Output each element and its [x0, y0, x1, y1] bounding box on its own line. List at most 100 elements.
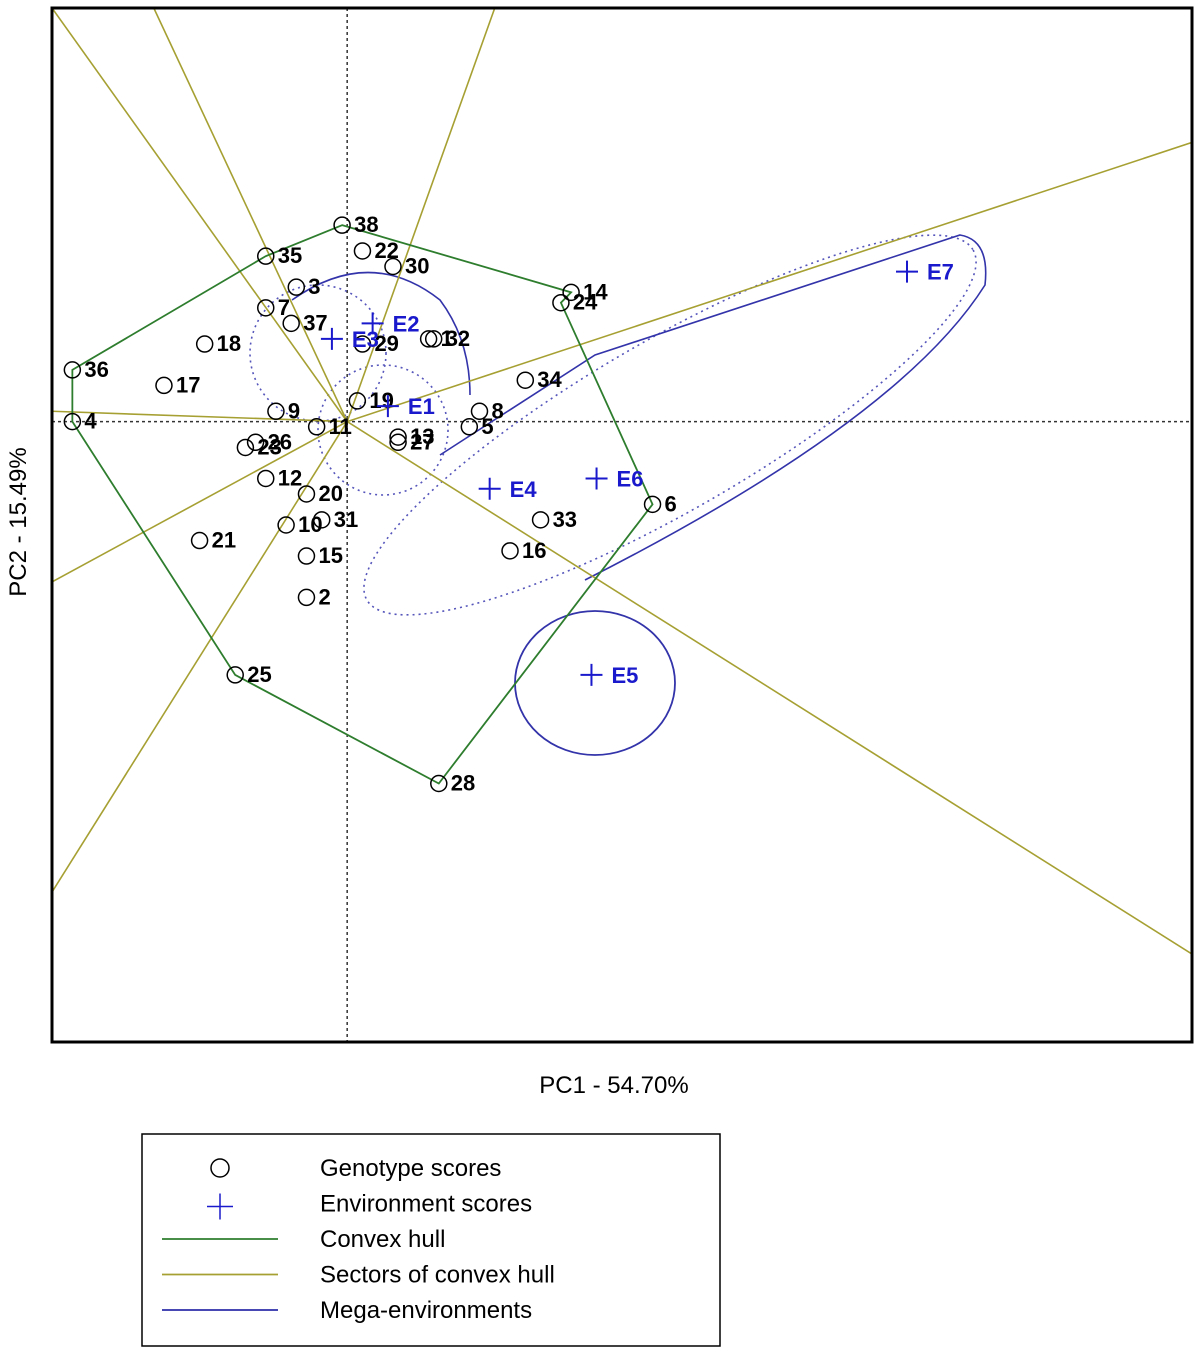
- genotype-point: [562, 283, 580, 302]
- genotype-point: [282, 314, 300, 333]
- environment-label: E4: [510, 477, 538, 502]
- genotype-point: [246, 433, 265, 452]
- genotype-label: 29: [374, 331, 398, 356]
- genotype-point: [516, 371, 535, 389]
- genotype-point: [257, 247, 275, 265]
- sector-line: [52, 420, 348, 583]
- sector-line: [153, 8, 348, 422]
- genotype-point: [277, 516, 295, 534]
- genotype-label: 10: [298, 512, 322, 537]
- genotype-label: 8: [492, 398, 504, 423]
- genotype-label: 34: [537, 367, 562, 392]
- genotype-point: [287, 278, 306, 296]
- genotype-point: [531, 511, 550, 529]
- genotype-label: 1: [441, 326, 453, 351]
- genotype-point: [552, 293, 570, 312]
- genotype-point: [424, 330, 443, 348]
- sector-line: [346, 420, 1192, 955]
- genotype-point: [643, 495, 662, 514]
- genotype-label: 20: [318, 481, 342, 506]
- genotype-point: [190, 531, 209, 550]
- environment-point: [320, 327, 343, 350]
- genotype-label: 27: [410, 429, 434, 454]
- environment-label: E7: [927, 260, 954, 285]
- genotype-label: 18: [217, 331, 241, 356]
- genotype-point: [257, 299, 275, 317]
- environment-point: [585, 467, 608, 490]
- genotype-label: 11: [329, 414, 352, 439]
- sector-lines: [52, 8, 1192, 955]
- environment-point: [896, 260, 918, 283]
- legend-circle-symbol: [210, 1158, 230, 1178]
- mega-env-e5-region: [514, 610, 676, 756]
- genotype-label: 25: [247, 662, 271, 687]
- mega-env-e1-region: [317, 364, 449, 496]
- genotype-label: 16: [522, 538, 546, 563]
- mega-env-e7-region: [439, 234, 987, 581]
- genotype-label: 2: [318, 584, 330, 609]
- genotype-label: 6: [665, 491, 677, 516]
- genotype-label: 4: [84, 409, 97, 434]
- genotype-point: [353, 242, 372, 260]
- genotype-label: 5: [481, 414, 493, 439]
- sector-line: [346, 8, 496, 422]
- genotype-label: 24: [573, 290, 598, 315]
- mega-env-e7-outline: [363, 234, 977, 616]
- genotype-label: 26: [268, 429, 292, 454]
- environment-label: E6: [617, 466, 644, 491]
- genotype-point: [348, 392, 367, 410]
- genotype-label: 30: [405, 254, 429, 279]
- genotype-point: [430, 774, 448, 793]
- y-axis-label: PC2 - 15.49%: [5, 447, 32, 596]
- environment-point: [580, 663, 603, 686]
- genotype-point: [236, 438, 255, 457]
- genotype-label: 9: [288, 398, 300, 423]
- genotype-point: [226, 666, 244, 684]
- genotype-label: 33: [553, 507, 577, 532]
- sector-line: [52, 410, 348, 423]
- genotype-label: 14: [583, 279, 608, 304]
- genotype-label: 17: [176, 372, 200, 397]
- legend-entry-label: Convex hull: [320, 1226, 445, 1253]
- genotype-point: [501, 542, 519, 560]
- legend-entry-label: Sectors of convex hull: [320, 1262, 555, 1289]
- genotype-label: 28: [451, 771, 475, 796]
- genotype-point: [384, 257, 402, 276]
- environment-point: [478, 477, 501, 500]
- sector-line: [52, 421, 348, 893]
- environment-point: [376, 395, 399, 418]
- genotype-point: [333, 216, 351, 234]
- genotype-point: [312, 511, 331, 529]
- genotype-label: 31: [334, 507, 358, 532]
- genotype-point: [63, 412, 82, 431]
- genotype-point: [297, 485, 316, 503]
- genotype-label: 36: [84, 357, 108, 382]
- genotype-point: [460, 418, 479, 436]
- plot-frame: [50, 6, 1194, 1044]
- genotype-point: [195, 335, 214, 353]
- sector-line: [346, 141, 1192, 423]
- genotype-point: [257, 469, 275, 488]
- mega-env-e2-region: [291, 271, 471, 396]
- genotype-label: 15: [318, 543, 342, 568]
- genotype-label: 13: [410, 424, 434, 449]
- genotype-point: [353, 335, 372, 353]
- x-axis-label: PC1 - 54.70%: [539, 1072, 688, 1099]
- legend-entry-label: Mega-environments: [320, 1297, 532, 1324]
- genotype-label: 12: [278, 465, 302, 490]
- legend-plus-symbol: [207, 1193, 233, 1220]
- environment-point: [361, 312, 384, 335]
- genotype-point: [297, 547, 316, 565]
- genotype-point: [155, 376, 173, 395]
- environment-label: E2: [393, 311, 420, 336]
- genotype-point: [267, 402, 285, 421]
- genotype-label: 37: [303, 310, 327, 335]
- genotype-label: 38: [354, 212, 378, 237]
- genotype-point: [389, 428, 407, 446]
- legend-entry-label: Environment scores: [320, 1191, 532, 1218]
